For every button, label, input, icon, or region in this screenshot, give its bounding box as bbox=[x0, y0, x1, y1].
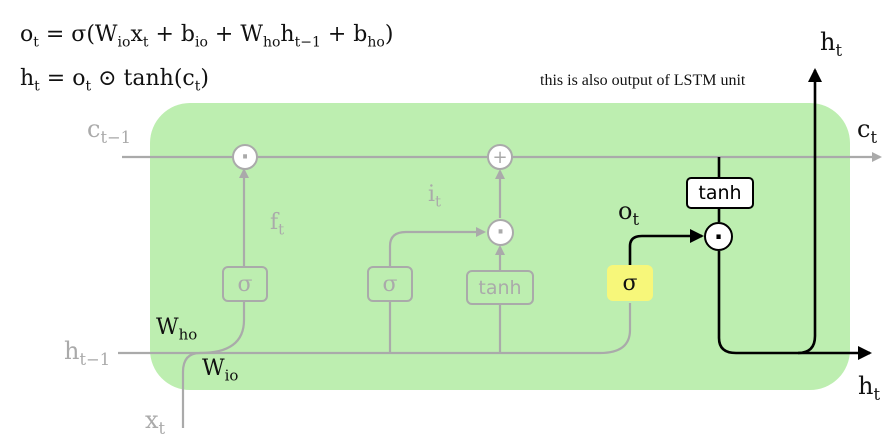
c-prev-label: ct−1 bbox=[87, 115, 132, 147]
candidate-tanh-block: tanh bbox=[466, 270, 534, 305]
forget-multiply-op: · bbox=[232, 144, 258, 170]
hidden-top-path bbox=[797, 68, 822, 355]
forget-sigma-block: σ bbox=[222, 266, 268, 302]
input-gate-label: it bbox=[428, 182, 442, 211]
hidden-output-path bbox=[717, 251, 872, 360]
w-io-label: Wio bbox=[202, 356, 239, 385]
input-to-mult-line bbox=[388, 227, 486, 266]
x-in-label: xt bbox=[145, 406, 166, 438]
output-multiply-op: · bbox=[704, 222, 733, 251]
h-right-label: ht bbox=[858, 372, 881, 404]
output-sigma-block: σ bbox=[607, 265, 653, 301]
hidden-state-equation: ht = ot ⊙ tanh(ct) bbox=[20, 66, 209, 95]
h-prev-label: ht−1 bbox=[64, 337, 111, 369]
output-gate-label: ot bbox=[618, 197, 640, 229]
w-ho-label: Who bbox=[156, 315, 198, 344]
input-bus bbox=[118, 303, 632, 355]
cell-add-op: + bbox=[487, 144, 513, 170]
x-input-line bbox=[181, 351, 201, 428]
h-top-label: ht bbox=[820, 28, 843, 60]
output-tanh-block: tanh bbox=[686, 177, 754, 209]
output-gate-path bbox=[628, 229, 704, 265]
forget-gate-path bbox=[199, 302, 246, 355]
note-label: this is also output of LSTM unit bbox=[540, 72, 746, 89]
c-out-label: ct bbox=[857, 115, 878, 147]
output-gate-equation: ot = σ(Wioxt + bio + Whoht−1 + bho) bbox=[20, 22, 394, 51]
input-multiply-op: · bbox=[487, 219, 514, 246]
input-sigma-block: σ bbox=[367, 266, 413, 302]
forget-gate-label: ft bbox=[270, 210, 285, 239]
